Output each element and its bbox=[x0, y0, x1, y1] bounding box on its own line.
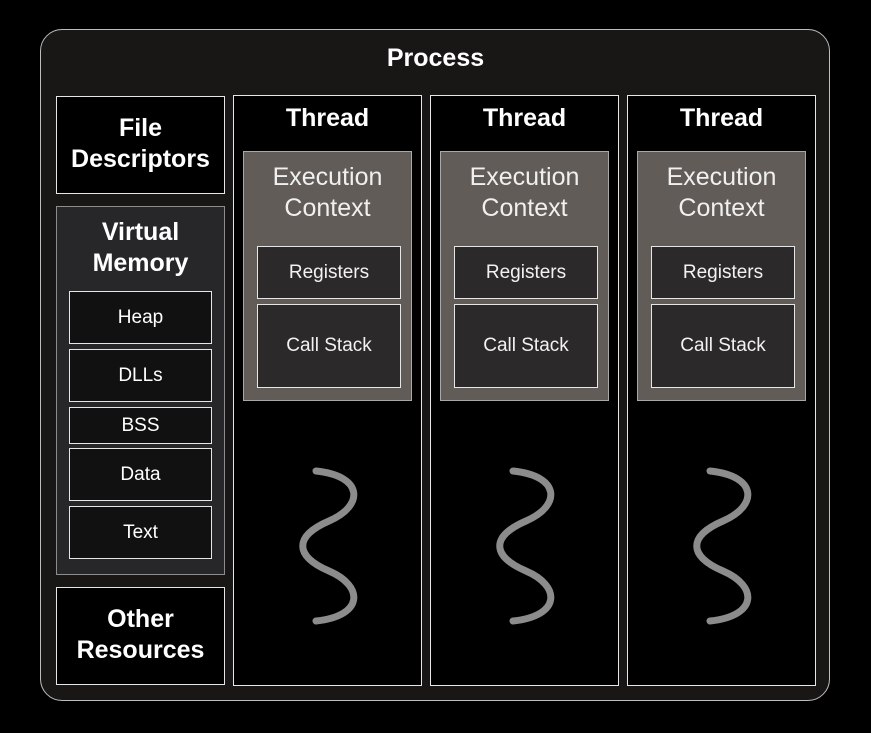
execution-context-box: Execution Context Registers Call Stack bbox=[243, 151, 412, 401]
call-stack-box: Call Stack bbox=[454, 304, 598, 388]
file-descriptors-box: File Descriptors bbox=[56, 96, 225, 194]
execution-context-line2: Context bbox=[678, 194, 765, 222]
other-resources-line2: Resources bbox=[76, 636, 205, 664]
file-descriptors-line1: File bbox=[118, 114, 163, 142]
other-resources-label: Other Resources bbox=[57, 604, 224, 666]
execution-context-line1: Execution bbox=[272, 163, 383, 191]
execution-context-label: Execution Context bbox=[638, 162, 805, 224]
registers-box: Registers bbox=[454, 246, 598, 299]
virtual-memory-line1: Virtual bbox=[101, 218, 180, 246]
thread-column-2: Thread Execution Context Registers Call … bbox=[430, 95, 619, 686]
other-resources-box: Other Resources bbox=[56, 587, 225, 685]
call-stack-box: Call Stack bbox=[651, 304, 795, 388]
execution-context-line2: Context bbox=[481, 194, 568, 222]
execution-context-line1: Execution bbox=[666, 163, 777, 191]
memory-segment-bss: BSS bbox=[69, 407, 212, 444]
wavy-line-icon bbox=[496, 467, 555, 625]
memory-segment-dlls: DLLs bbox=[69, 349, 212, 402]
call-stack-box: Call Stack bbox=[257, 304, 401, 388]
execution-context-label: Execution Context bbox=[441, 162, 608, 224]
memory-segment-heap: Heap bbox=[69, 291, 212, 344]
registers-box: Registers bbox=[257, 246, 401, 299]
execution-context-box: Execution Context Registers Call Stack bbox=[637, 151, 806, 401]
file-descriptors-line2: Descriptors bbox=[71, 145, 210, 173]
execution-context-label: Execution Context bbox=[244, 162, 411, 224]
wavy-line-icon bbox=[693, 467, 752, 625]
thread-title: Thread bbox=[482, 104, 567, 132]
registers-box: Registers bbox=[651, 246, 795, 299]
memory-segment-data: Data bbox=[69, 448, 212, 501]
file-descriptors-label: File Descriptors bbox=[57, 113, 224, 175]
thread-column-1: Thread Execution Context Registers Call … bbox=[233, 95, 422, 686]
virtual-memory-label: Virtual Memory bbox=[57, 217, 224, 279]
execution-context-box: Execution Context Registers Call Stack bbox=[440, 151, 609, 401]
wavy-line-icon bbox=[299, 467, 358, 625]
execution-context-line1: Execution bbox=[469, 163, 580, 191]
other-resources-line1: Other bbox=[107, 605, 174, 633]
process-title: Process bbox=[386, 44, 485, 72]
thread-title: Thread bbox=[285, 104, 370, 132]
execution-context-line2: Context bbox=[284, 194, 371, 222]
thread-title: Thread bbox=[679, 104, 764, 132]
virtual-memory-line2: Memory bbox=[92, 249, 189, 277]
memory-segment-text: Text bbox=[69, 506, 212, 559]
thread-column-3: Thread Execution Context Registers Call … bbox=[627, 95, 816, 686]
